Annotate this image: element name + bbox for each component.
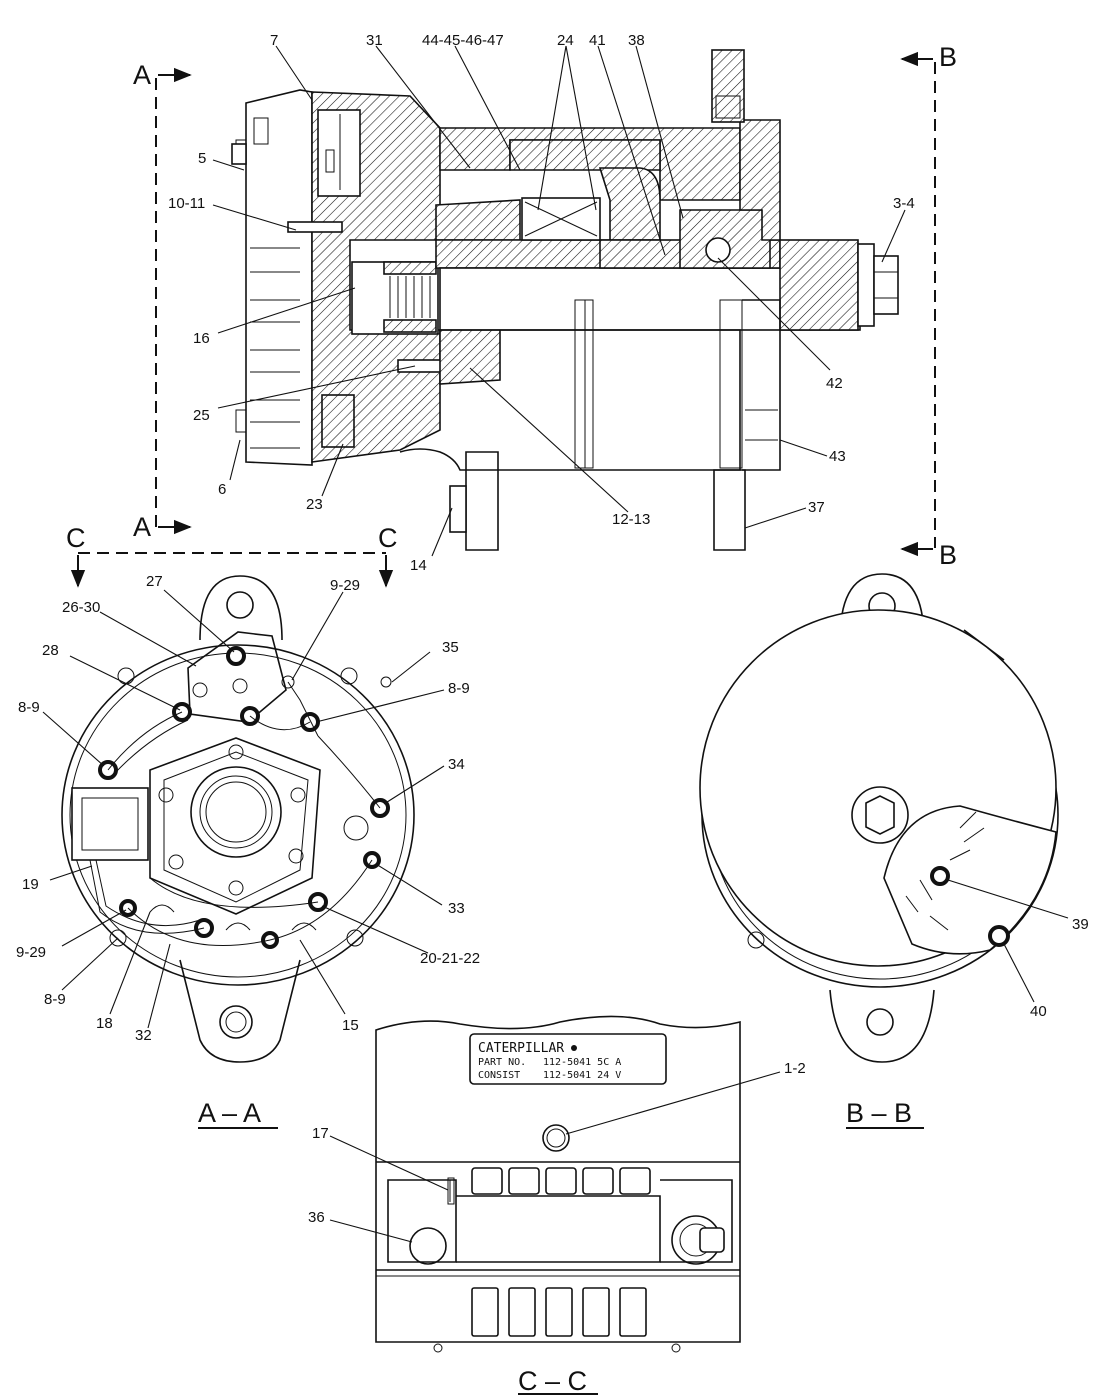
callout-37: 37: [808, 499, 825, 516]
nameplate-consist-label: CONSIST: [478, 1070, 520, 1081]
callout-16: 16: [193, 330, 210, 347]
callout-8-9-left: 8-9: [18, 699, 40, 716]
view-a-a-rear: [61, 575, 415, 1063]
section-marker-c-right: C: [378, 523, 398, 553]
callout-10-11: 10-11: [168, 195, 205, 212]
callout-5: 5: [198, 150, 206, 167]
callout-27: 27: [146, 573, 163, 590]
callout-34: 34: [448, 756, 465, 773]
callout-20-21-22: 20-21-22: [420, 950, 480, 967]
leader-lines-top: [212, 45, 906, 557]
view-title-a-a: A – A: [198, 1098, 261, 1128]
nameplate-consist-value: 112-5041 24 V: [543, 1070, 621, 1081]
callout-8-9-bottom: 8-9: [44, 991, 66, 1008]
nameplate-part-label: PART NO.: [478, 1057, 526, 1068]
nameplate-dot: [571, 1045, 577, 1051]
callout-35: 35: [442, 639, 459, 656]
callout-32: 32: [135, 1027, 152, 1044]
section-line-a: [155, 67, 192, 535]
callout-40: 40: [1030, 1003, 1047, 1020]
callout-7: 7: [270, 32, 278, 49]
callout-12-13: 12-13: [612, 511, 650, 528]
callout-43: 43: [829, 448, 846, 465]
leader-lines-a-a: [42, 589, 445, 1029]
callout-3-4: 3-4: [893, 195, 915, 212]
section-line-c: [70, 552, 394, 588]
leader-lines-c-c: [329, 1071, 781, 1243]
nameplate-brand: CATERPILLAR: [478, 1041, 564, 1056]
callout-31: 31: [366, 32, 383, 49]
callout-44-45-46-47: 44-45-46-47: [422, 32, 504, 49]
view-b-b-front: [699, 573, 1059, 1063]
callout-8-9-right: 8-9: [448, 680, 470, 697]
section-marker-a-top: A: [133, 60, 151, 90]
callout-33: 33: [448, 900, 465, 917]
callout-18: 18: [96, 1015, 113, 1032]
callout-14: 14: [410, 557, 427, 574]
callout-41: 41: [589, 32, 606, 49]
callout-26-30: 26-30: [62, 599, 100, 616]
callout-19: 19: [22, 876, 39, 893]
alternator-cross-section: [231, 49, 899, 551]
callout-25: 25: [193, 407, 210, 424]
section-marker-b-top: B: [939, 42, 957, 72]
section-line-b: [900, 51, 936, 557]
callout-15: 15: [342, 1017, 359, 1034]
callout-1-2: 1-2: [784, 1060, 806, 1077]
view-title-b-b: B – B: [846, 1098, 912, 1128]
section-marker-b-bottom: B: [939, 540, 957, 570]
callout-28: 28: [42, 642, 59, 659]
callout-38: 38: [628, 32, 645, 49]
callout-24: 24: [557, 32, 574, 49]
leader-lines-b-b: [947, 879, 1069, 1003]
section-marker-c-left: C: [66, 523, 86, 553]
section-marker-a-bottom: A: [133, 512, 151, 542]
callout-23: 23: [306, 496, 323, 513]
nameplate-part-value: 112-5041 5C A: [543, 1057, 621, 1068]
callout-9-29-top: 9-29: [330, 577, 360, 594]
view-title-c-c: C – C: [518, 1366, 587, 1396]
view-c-c-side: [375, 1015, 741, 1353]
callout-9-29-bottom: 9-29: [16, 944, 46, 961]
callout-17: 17: [312, 1125, 329, 1142]
callout-42: 42: [826, 375, 843, 392]
callout-6: 6: [218, 481, 226, 498]
callout-36: 36: [308, 1209, 325, 1226]
callout-39: 39: [1072, 916, 1089, 933]
